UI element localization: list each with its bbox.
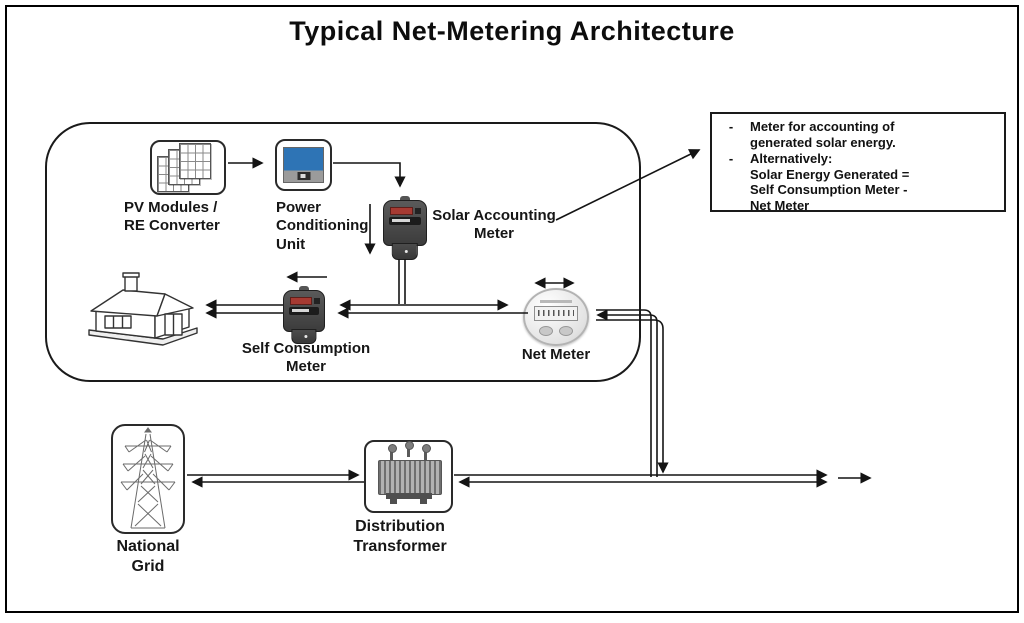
meter-button <box>559 326 573 336</box>
note-text: Meter for accounting of generated solar … <box>750 119 896 150</box>
national-grid-label: National Grid <box>116 538 180 575</box>
net-meter-icon <box>523 288 589 346</box>
transformer-foot <box>420 499 427 504</box>
meter-red-register <box>289 297 320 305</box>
meter-base <box>291 328 317 344</box>
meter-button <box>539 326 553 336</box>
note-text: Alternatively: Solar Energy Generated = … <box>750 150 910 214</box>
transformer-bushing-icon <box>405 441 414 457</box>
distribution-transformer-icon-box <box>364 440 453 513</box>
transformer-body-icon <box>378 460 442 495</box>
meter-body <box>283 290 325 332</box>
pv-modules-label: PV Modules / RE Converter <box>124 199 220 235</box>
note-item: - Alternatively: Solar Energy Generated … <box>712 151 998 214</box>
self-consumption-meter-label: Self Consumption Meter <box>241 340 371 376</box>
meter-red-register <box>389 207 421 215</box>
net-meter-label: Net Meter <box>521 346 591 363</box>
distribution-transformer-label: Distribution Transformer <box>353 518 447 555</box>
bullet-dash: - <box>728 150 734 166</box>
meter-display <box>288 307 320 315</box>
transformer-foot <box>390 499 397 504</box>
premises-container <box>45 122 641 382</box>
bullet-dash: - <box>728 119 734 134</box>
diagram-title: Typical Net-Metering Architecture <box>289 16 735 46</box>
meter-brand-line <box>540 300 572 303</box>
solar-accounting-meter-label: Solar Accounting Meter <box>432 207 556 243</box>
transformer-bushing-icon <box>388 444 397 460</box>
note-item: - Meter for accounting of generated sola… <box>712 119 998 151</box>
note-box: - Meter for accounting of generated sola… <box>710 112 1006 214</box>
transmission-tower-icon <box>120 427 176 529</box>
inverter-icon <box>283 147 324 183</box>
meter-body <box>383 200 427 247</box>
pv-modules-icon <box>150 140 226 195</box>
solar-accounting-meter-icon <box>383 196 427 260</box>
meter-hanger <box>299 286 309 292</box>
transformer-base <box>386 493 432 499</box>
solar-panel-icon <box>179 143 211 179</box>
outer-border <box>5 5 1019 613</box>
power-conditioning-unit-icon <box>275 139 332 191</box>
meter-base <box>391 243 419 260</box>
pcu-label: Power Conditioning Unit <box>276 199 369 253</box>
self-consumption-meter-icon <box>283 286 325 344</box>
meter-hanger <box>400 196 410 202</box>
inverter-screen <box>297 172 310 180</box>
meter-lcd-display <box>534 306 578 321</box>
meter-display <box>389 217 421 225</box>
national-grid-icon-box <box>111 424 185 534</box>
transformer-bushing-icon <box>422 444 431 460</box>
